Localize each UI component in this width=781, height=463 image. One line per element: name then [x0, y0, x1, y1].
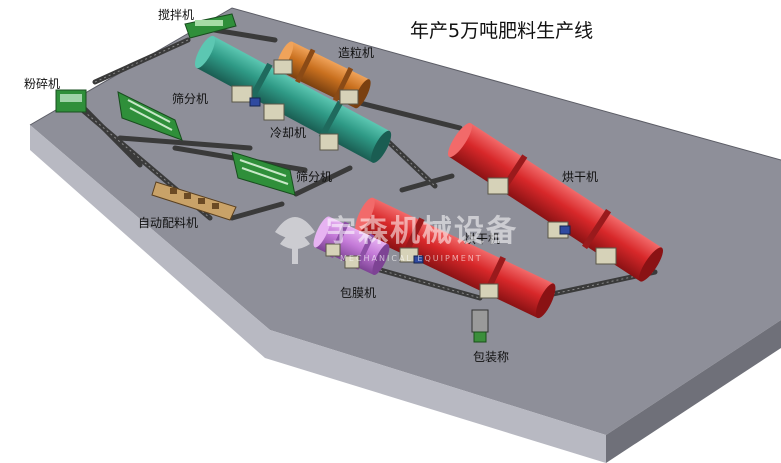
- label-dryer-1: 烘干机: [562, 170, 599, 184]
- screener-1: [117, 91, 183, 141]
- support-blocks: [231, 59, 617, 299]
- label-batcher: 自动配料机: [138, 216, 199, 230]
- label-screener-1: 筛分机: [172, 92, 209, 106]
- watermark-logo: [275, 217, 315, 264]
- platform-front: [30, 125, 606, 463]
- dryer-1-drum: [447, 122, 664, 282]
- conveyor-dryer-link: [399, 173, 455, 193]
- label-crusher: 粉碎机: [24, 77, 61, 91]
- conveyor-batcher: [229, 201, 285, 221]
- label-cooler: 冷却机: [270, 126, 307, 140]
- conveyor-screen1: [117, 135, 253, 151]
- screener-2: [231, 151, 296, 196]
- label-screener-2: 筛分机: [296, 170, 333, 184]
- watermark-text: 宇森机械设备: [326, 214, 518, 249]
- packing-scale: [471, 309, 489, 343]
- motors: [249, 97, 571, 264]
- auto-batcher: [151, 181, 237, 221]
- label-packer: 包装称: [473, 350, 510, 364]
- watermark-subtext: MECHANICAL EQUIPMENT: [340, 254, 483, 263]
- platform-side: [606, 320, 781, 463]
- conveyor-mid: [293, 165, 353, 197]
- crusher: [55, 89, 87, 113]
- label-mixer: 搅拌机: [158, 8, 195, 22]
- diagram-title: 年产5万吨肥料生产线: [410, 20, 594, 42]
- label-granulator: 造粒机: [338, 46, 375, 60]
- label-dryer-2: 烘干机: [464, 232, 501, 246]
- label-coater: 包膜机: [340, 286, 377, 300]
- mixer: [184, 13, 237, 39]
- cooler-drum: [194, 35, 392, 163]
